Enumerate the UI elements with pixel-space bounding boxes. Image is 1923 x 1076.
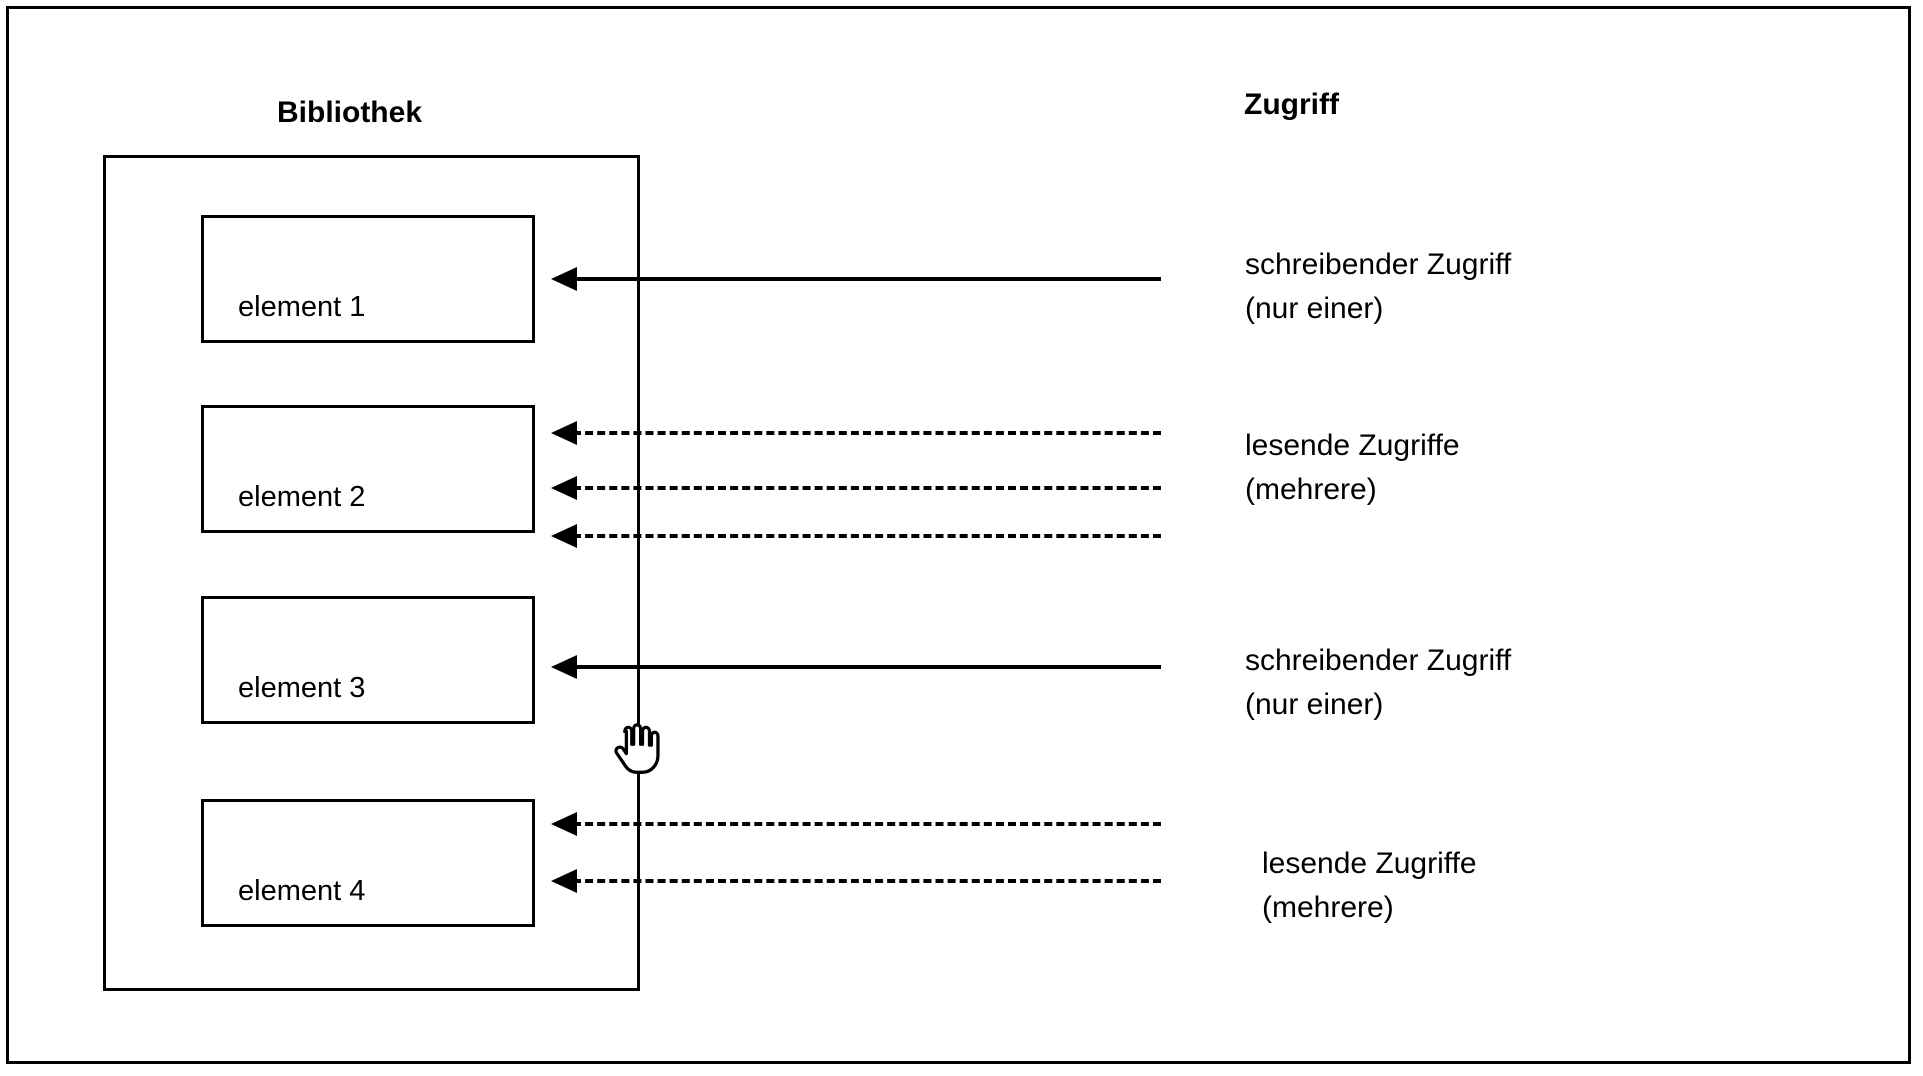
arrowhead-icon [551,524,577,548]
access-label-3: schreibender Zugriff (nur einer) [1245,644,1512,721]
arrow-shaft [573,277,1161,281]
heading-bibliothek: Bibliothek [277,96,423,129]
library-container-box [103,155,640,991]
arrowhead-icon [551,869,577,893]
arrow-shaft [573,822,1161,826]
element-box-3[interactable]: element 3 [201,596,535,724]
access-label-4: lesende Zugriffe (mehrere) [1262,847,1477,924]
element-label-4: element 4 [238,875,366,907]
arrow-shaft [573,879,1161,883]
element-box-2[interactable]: element 2 [201,405,535,533]
element-label-1: element 1 [238,291,366,323]
access-label-1: schreibender Zugriff (nur einer) [1245,248,1512,325]
hand-cursor-icon [614,723,660,774]
page-frame [6,6,1911,1064]
heading-zugriff: Zugriff [1244,88,1339,121]
arrowhead-icon [551,655,577,679]
arrow-shaft [573,534,1161,538]
element-box-1[interactable]: element 1 [201,215,535,343]
element-label-2: element 2 [238,481,366,513]
arrow-shaft [573,665,1161,669]
arrowhead-icon [551,421,577,445]
element-label-3: element 3 [238,672,366,704]
arrowhead-icon [551,267,577,291]
arrowhead-icon [551,476,577,500]
access-label-2: lesende Zugriffe (mehrere) [1245,429,1460,506]
arrow-shaft [573,486,1161,490]
arrowhead-icon [551,812,577,836]
element-box-4[interactable]: element 4 [201,799,535,927]
arrow-shaft [573,431,1161,435]
